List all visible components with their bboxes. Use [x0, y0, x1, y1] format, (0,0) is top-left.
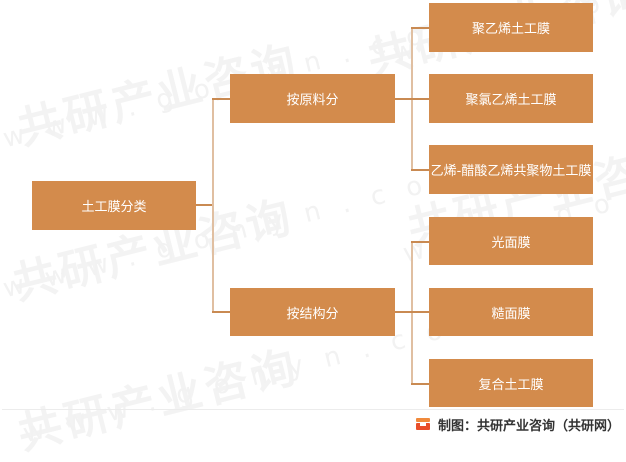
connector-branch-material-out	[395, 98, 413, 100]
connector-to-leaf	[411, 311, 429, 313]
branch-node-by-structure: 按结构分	[230, 288, 395, 336]
watermark-brand: 共研产业咨询	[12, 340, 305, 461]
connector-to-leaf	[411, 98, 429, 100]
connector-branch-structure-out	[395, 311, 413, 313]
leaf-node-textured-membrane: 糙面膜	[429, 288, 593, 336]
leaf-node-composite-geomembrane: 复合土工膜	[429, 359, 593, 407]
leaf-node-label: 聚乙烯土工膜	[471, 22, 550, 37]
leaf-node-label: 糙面膜	[491, 306, 531, 322]
leaf-node-label: 乙烯-醋酸乙烯共聚物土工膜	[430, 164, 592, 179]
footer-credit: 制图：共研产业咨询（共研网）	[415, 414, 620, 434]
leaf-node-label: 光面膜	[491, 235, 531, 251]
connector-to-leaf	[411, 241, 429, 243]
branch-node-by-material: 按原料分	[230, 74, 395, 123]
gonyn-logo-icon	[415, 418, 430, 430]
connector-to-branch-material	[212, 98, 230, 100]
connector-root-out	[196, 204, 214, 206]
leaf-node-label: 复合土工膜	[478, 377, 544, 393]
leaf-node-pe-geomembrane: 聚乙烯土工膜	[429, 3, 593, 52]
branch-node-label: 按原料分	[286, 93, 339, 108]
connector-root-trunk	[212, 98, 214, 312]
branch-node-label: 按结构分	[286, 306, 339, 322]
leaf-node-eva-geomembrane: 乙烯-醋酸乙烯共聚物土工膜	[429, 145, 593, 194]
footer-divider	[2, 409, 624, 410]
leaf-node-pvc-geomembrane: 聚氯乙烯土工膜	[429, 74, 593, 123]
footer-credit-text: 制图：共研产业咨询（共研网）	[437, 418, 620, 434]
leaf-node-smooth-membrane: 光面膜	[429, 217, 593, 265]
connector-to-leaf	[411, 383, 429, 385]
leaf-node-label: 聚氯乙烯土工膜	[465, 93, 557, 108]
root-node-label: 土工膜分类	[81, 200, 147, 215]
connector-to-leaf	[411, 169, 429, 171]
root-node: 土工膜分类	[32, 181, 196, 230]
connector-to-leaf	[411, 27, 429, 29]
connector-to-branch-structure	[212, 311, 230, 313]
